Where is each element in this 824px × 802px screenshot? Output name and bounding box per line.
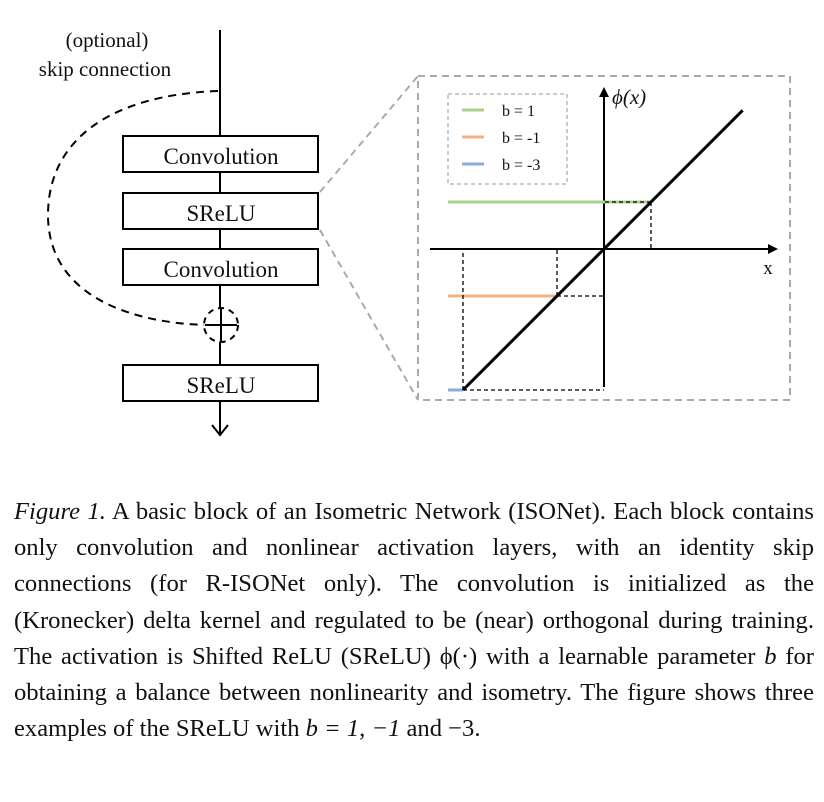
srelu-plot: b = 1 b = -1 b = -3 x ϕ(x)	[417, 75, 791, 401]
caption-text-2: with a learnable parameter	[477, 642, 765, 670]
caption-b-symbol: b	[764, 642, 777, 670]
block-convolution-1	[122, 135, 319, 173]
block-srelu-2	[122, 364, 319, 402]
legend-label-3: b = -3	[502, 157, 540, 174]
legend-label-1: b = 1	[502, 103, 535, 120]
figure-caption: Figure 1. A basic block of an Isometric …	[14, 494, 814, 747]
y-axis-label: ϕ(x)	[612, 85, 646, 109]
caption-value-last: −3.	[448, 715, 481, 743]
caption-phi: ϕ(·)	[439, 642, 478, 670]
block-diagram: (optional) skip connection Convolution S…	[39, 28, 319, 437]
caption-values-expr: b = 1, −1	[305, 715, 401, 743]
legend: b = 1 b = -1 b = -3	[447, 93, 568, 185]
caption-label: Figure 1.	[14, 498, 106, 525]
block-convolution-2-label: Convolution	[163, 257, 279, 282]
plot-frame	[417, 75, 791, 401]
zoom-connector-bottom	[319, 229, 419, 401]
skip-label-line2: skip connection	[39, 57, 172, 81]
skip-connection-curve	[46, 90, 219, 326]
x-axis-label: x	[763, 258, 773, 279]
block-srelu-1-label: SReLU	[187, 201, 256, 226]
block-srelu-2-label: SReLU	[187, 373, 256, 398]
y-axis-arrow-icon	[599, 87, 609, 97]
identity-line	[461, 109, 744, 392]
caption-text-3: for obtaining a balance between nonlinea…	[14, 642, 815, 743]
legend-label-2: b = -1	[502, 130, 540, 147]
block-convolution-2	[122, 248, 319, 286]
zoom-connector-top	[319, 75, 419, 193]
block-convolution-1-label: Convolution	[163, 144, 279, 169]
output-arrow-icon	[211, 424, 229, 437]
block-srelu-1	[122, 192, 319, 230]
x-axis-arrow-icon	[768, 244, 778, 254]
caption-text-1: A basic block of an Isometric Network (I…	[14, 498, 814, 670]
skip-label-line1: (optional)	[66, 28, 149, 52]
caption-text-and: and	[400, 715, 449, 743]
